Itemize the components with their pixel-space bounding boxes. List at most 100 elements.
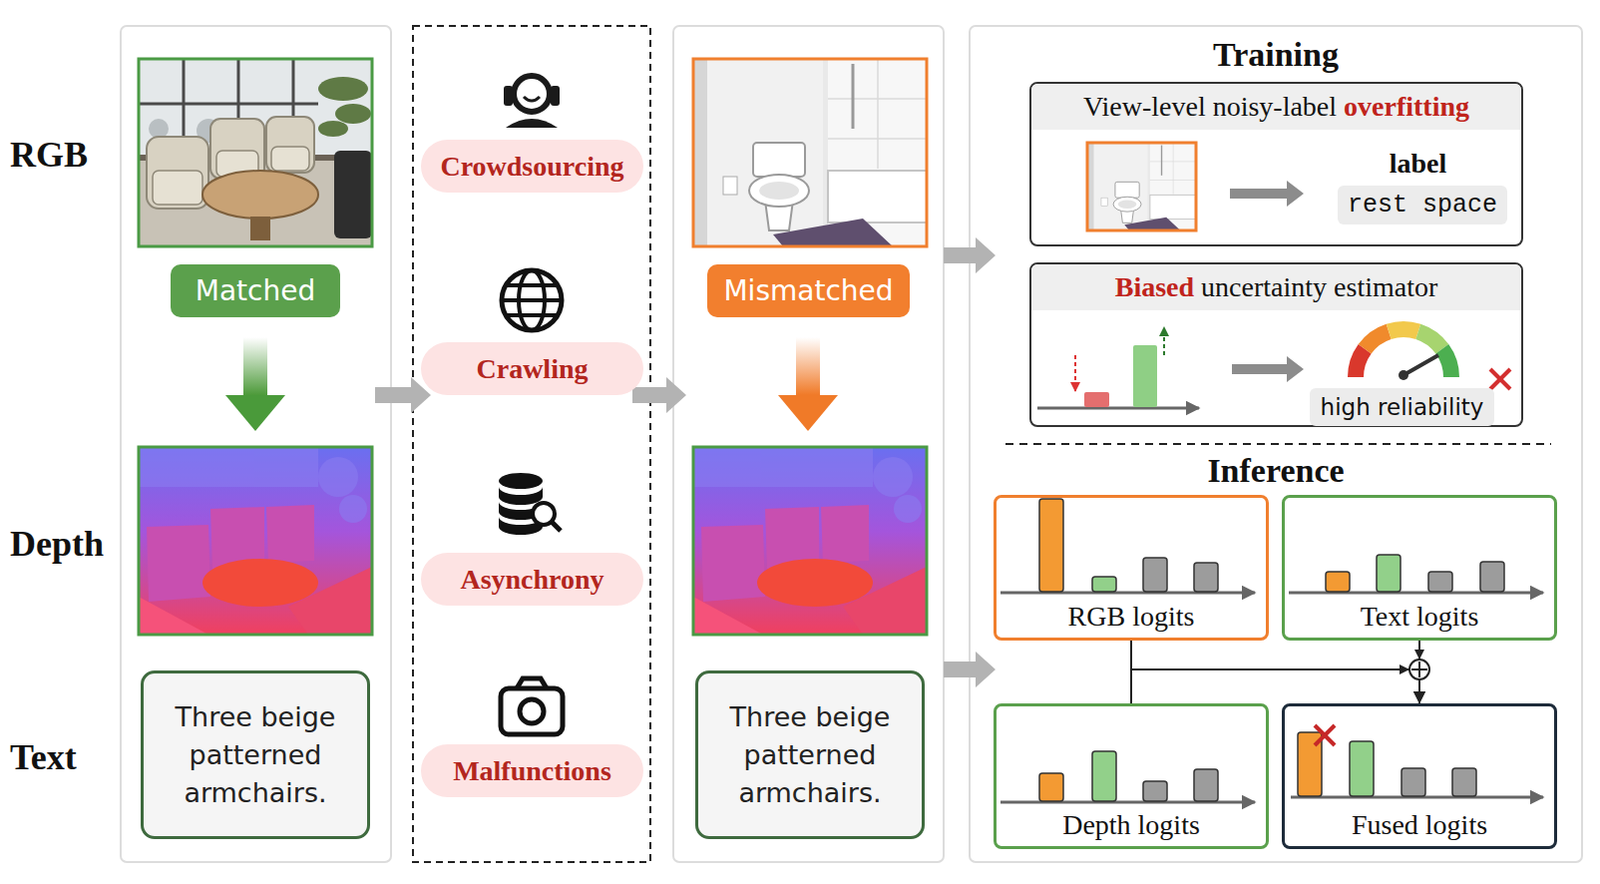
node-label: Biased uncertainty estimator	[1031, 264, 1522, 311]
source-icon	[551, 521, 561, 531]
cross-mark	[1490, 369, 1511, 390]
source-icon	[532, 502, 555, 525]
logits-box: Depth logits	[993, 703, 1269, 849]
cross-mark	[1490, 369, 1511, 390]
flow-arrow	[778, 395, 838, 431]
section-title: Training	[1126, 35, 1426, 74]
source-pill: Crowdsourcing	[420, 139, 644, 193]
uncertainty-bars	[1163, 327, 1166, 356]
logit-bars	[1039, 773, 1064, 801]
node-label: Mismatched	[723, 274, 893, 308]
label-anchor: Text	[9, 736, 120, 779]
highlight-word: Biased	[1115, 271, 1195, 303]
flow-arrow	[225, 337, 838, 431]
panel-arrow	[632, 377, 687, 413]
sum-symbol	[1399, 649, 1430, 680]
uncertainty-bars	[1037, 327, 1200, 408]
connector	[1131, 669, 1420, 704]
reliability-pill: high reliability	[1309, 388, 1495, 426]
photo	[1087, 142, 1197, 231]
source-icon	[505, 118, 558, 128]
photo	[138, 58, 373, 247]
source-icon	[550, 85, 560, 106]
node-sublabel: label	[1330, 147, 1506, 180]
source-pill: Malfunctions	[420, 744, 644, 798]
logit-bars	[1349, 741, 1374, 797]
panel	[120, 25, 1583, 862]
flow-arrow	[225, 395, 286, 431]
source-icon	[503, 85, 513, 106]
photo	[138, 58, 373, 247]
connector	[1131, 640, 1420, 704]
panel-arrow	[943, 237, 996, 274]
reliability-gauge	[1442, 349, 1452, 378]
reliability-gauge	[1364, 331, 1389, 349]
node-label: Depth logits	[1062, 808, 1200, 841]
uncertainty-bars	[1074, 355, 1077, 392]
uncertainty-bars	[1133, 345, 1158, 407]
panel-arrow	[375, 377, 431, 413]
label-anchor: Inference	[1126, 451, 1426, 490]
logit-bars	[1401, 768, 1426, 797]
cross-mark	[1314, 725, 1335, 746]
photo	[693, 446, 927, 635]
source-icon	[498, 486, 543, 505]
photo	[693, 58, 927, 247]
uncertainty-bars	[1084, 392, 1110, 407]
source-icon	[513, 75, 550, 112]
logit-bars	[1092, 576, 1117, 592]
node-label: Malfunctions	[452, 755, 612, 788]
panel	[120, 25, 392, 862]
node-label: Asynchrony	[459, 563, 604, 596]
logit-bars	[1143, 781, 1168, 801]
logit-bars	[1325, 571, 1350, 592]
logit-bars	[1194, 562, 1218, 592]
logit-bars	[1143, 557, 1168, 592]
reliability-gauge	[1398, 370, 1409, 381]
status-pill: Matched	[170, 264, 341, 318]
section-title: Inference	[1126, 451, 1426, 490]
node-label: Crawling	[476, 353, 589, 386]
sum-symbol	[1409, 659, 1430, 680]
logits-box: Fused logits	[1281, 703, 1558, 849]
flow-arrow	[243, 337, 268, 396]
flow-arrow	[796, 337, 820, 396]
sum-symbol	[1414, 649, 1425, 660]
source-icon	[501, 270, 562, 331]
status-pill: Mismatched	[707, 264, 910, 318]
reliability-gauge	[1355, 349, 1365, 378]
title-part: View-level noisy-label	[1083, 90, 1344, 122]
logits-box: Text logits	[1281, 494, 1558, 641]
node-label: Three beige patterned armchairs.	[710, 698, 910, 812]
reliability-gauge	[1418, 331, 1443, 349]
source-pill: Asynchrony	[420, 552, 644, 606]
cross-mark	[1314, 725, 1335, 746]
text-box: Three beige patterned armchairs.	[140, 670, 371, 839]
source-icon	[500, 688, 563, 735]
source-icon	[523, 96, 540, 101]
node-label: Fused logits	[1351, 808, 1488, 841]
panel	[673, 25, 944, 862]
reliability-gauge	[1403, 355, 1439, 376]
training-box: Biased uncertainty estimator high reliabi…	[1029, 262, 1524, 427]
row-label: Text	[9, 736, 120, 779]
source-icon	[519, 699, 544, 724]
photo	[693, 58, 927, 247]
photo	[693, 446, 927, 635]
row-label: RGB	[9, 133, 120, 176]
sum-symbol	[1411, 661, 1428, 678]
cross-mark	[1314, 725, 1335, 746]
logit-bars	[1000, 498, 1544, 802]
logit-bars	[1194, 769, 1218, 801]
reliability-gauge	[1388, 329, 1419, 332]
node-label: Three beige patterned armchairs.	[155, 698, 356, 812]
token-pill: rest space	[1337, 185, 1508, 225]
node-label: rest space	[1347, 190, 1498, 220]
photo	[138, 446, 373, 635]
highlight-word: overfitting	[1343, 90, 1470, 122]
sum-symbol	[1399, 664, 1410, 675]
logit-bars	[1376, 554, 1401, 592]
photo	[1087, 142, 1197, 231]
node-label: Text logits	[1360, 600, 1480, 633]
